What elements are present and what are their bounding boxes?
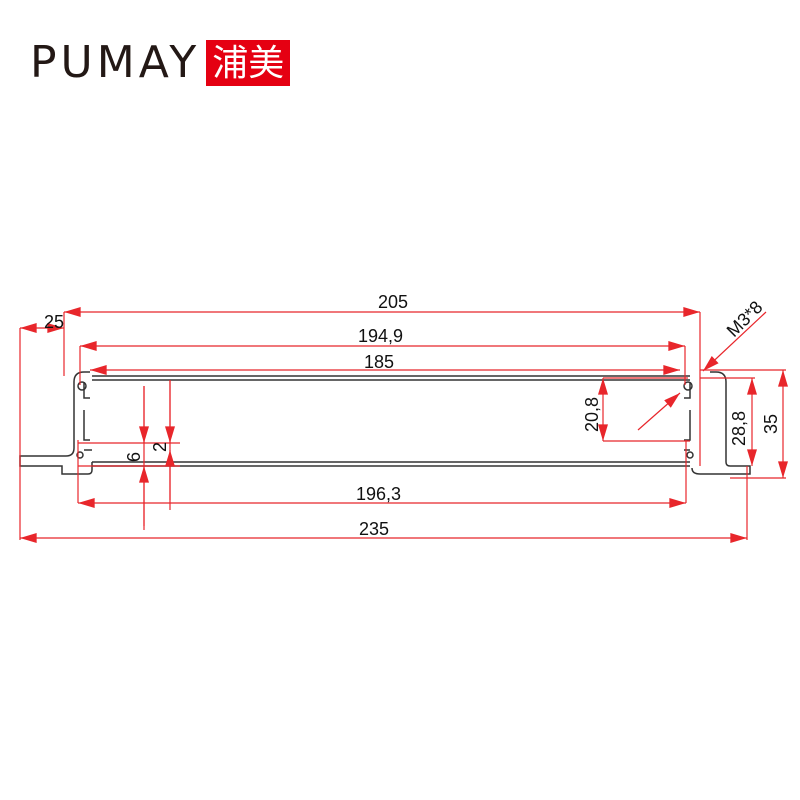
dim-2: 2 <box>150 442 170 452</box>
brand-name-cn: 浦美 <box>206 40 291 86</box>
dim-35: 35 <box>761 414 781 434</box>
dim-m3x8: M3*8 <box>723 297 767 341</box>
profile-outline <box>19 371 751 475</box>
dim-205: 205 <box>378 292 408 312</box>
dim-25: 25 <box>44 312 64 332</box>
brand-logo: PUMAY 浦美 <box>30 37 291 88</box>
dim-28-8: 28,8 <box>729 411 749 446</box>
dim-6: 6 <box>124 452 144 462</box>
dim-196-3: 196,3 <box>356 484 401 504</box>
dim-194-9: 194,9 <box>358 326 403 346</box>
dim-235: 235 <box>359 519 389 539</box>
dim-185: 185 <box>364 352 394 372</box>
dim-20-8: 20,8 <box>582 397 602 432</box>
dimension-lines <box>19 307 788 543</box>
brand-name: PUMAY <box>30 37 201 88</box>
